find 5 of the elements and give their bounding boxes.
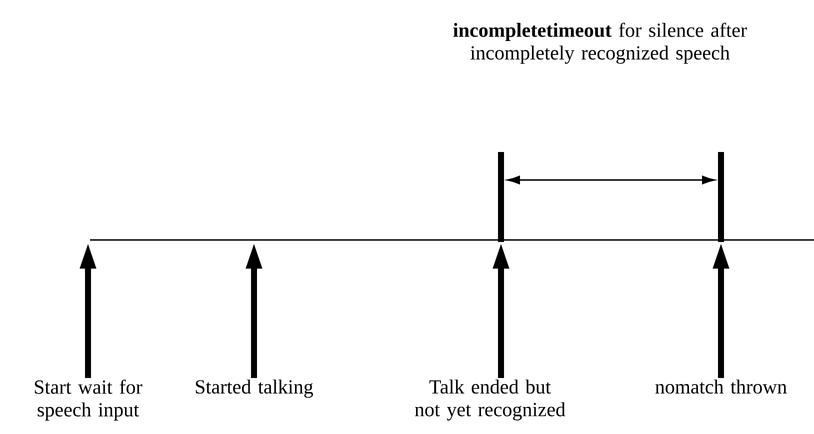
annotation: incompletetimeout for silence after incompletely recognized speech: [453, 22, 747, 64]
event-label: nomatch thrown: [655, 380, 787, 394]
event-label: Start wait for speech input: [34, 380, 142, 421]
event-label: Talk ended but not yet recognized: [414, 380, 566, 420]
event-label: Started talking: [196, 380, 314, 398]
